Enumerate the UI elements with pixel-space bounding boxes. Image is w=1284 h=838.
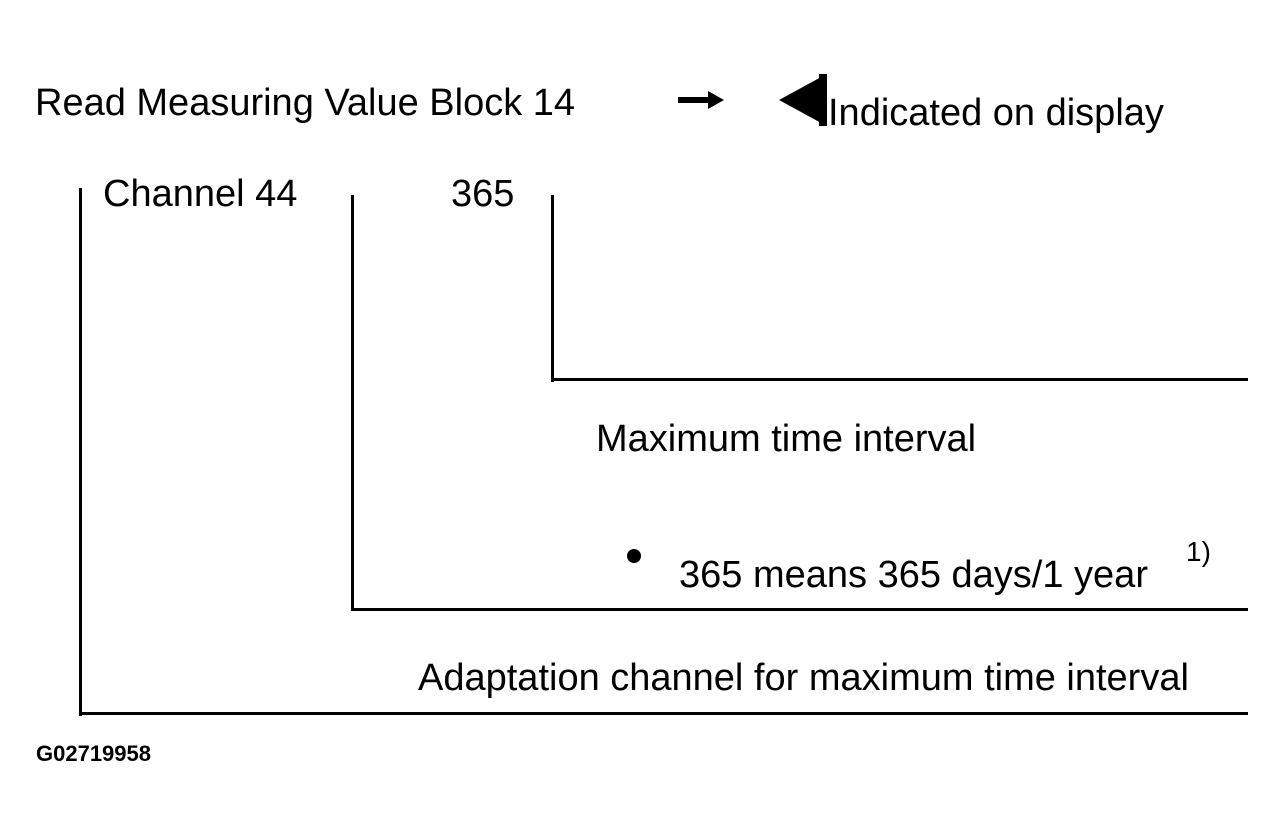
outer-bracket-horizontal — [79, 712, 1248, 715]
middle-bracket-horizontal — [351, 608, 1248, 611]
channel-meaning-label: Adaptation channel for maximum time inte… — [418, 657, 1189, 699]
display-label: Indicated on display — [828, 92, 1164, 134]
title-text: Read Measuring Value Block 14 — [35, 82, 576, 124]
bullet-icon — [627, 549, 641, 563]
left-triangle-icon — [779, 74, 827, 126]
right-arrow-icon — [678, 91, 724, 109]
inner-bracket-vertical — [551, 195, 554, 382]
outer-bracket-vertical — [79, 188, 82, 716]
value-meaning-label: Maximum time interval — [596, 418, 977, 460]
middle-bracket-vertical — [351, 195, 354, 611]
display-value: 365 — [451, 173, 515, 215]
bullet-note: 365 means 365 days/1 year — [679, 554, 1148, 596]
figure-id: G02719958 — [36, 741, 151, 766]
inner-bracket-horizontal — [551, 378, 1248, 381]
channel-label: Channel 44 — [103, 173, 298, 215]
footnote-marker: 1) — [1186, 536, 1211, 567]
